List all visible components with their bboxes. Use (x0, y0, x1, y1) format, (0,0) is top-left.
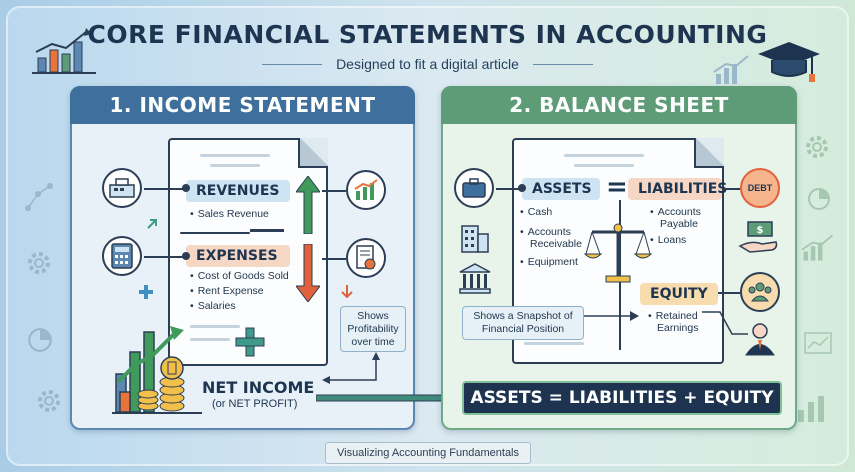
liability-item: Payable (660, 218, 698, 230)
page-fold (694, 138, 724, 168)
balance-scale-icon (584, 223, 652, 283)
pie-chart-icon (28, 328, 52, 352)
doc-line (190, 325, 240, 328)
accounting-equation: ASSETS = LIABILITIES + EQUITY (462, 381, 782, 415)
net-profit-label: (or NET PROFIT) (212, 398, 298, 410)
connector-line (144, 256, 186, 258)
money-hand-icon: $ (738, 221, 778, 253)
bar-chart-icon (798, 396, 824, 422)
asset-item: Receivable (530, 238, 582, 250)
growth-coins-illustration (112, 326, 202, 414)
doc-line (524, 342, 584, 345)
equity-item: Earnings (657, 322, 699, 334)
page-fold (298, 138, 328, 168)
callout-line: over time (351, 336, 395, 348)
gear-icon (28, 252, 50, 274)
connector-line (496, 188, 522, 190)
small-down-arrow-icon (341, 285, 353, 298)
callout-line: Financial Position (481, 323, 565, 335)
expense-item: Rent Expense (190, 285, 264, 297)
revenue-item: Sales Revenue (190, 208, 269, 220)
page-title: CORE FINANCIAL STATEMENTS IN ACCOUNTING (87, 20, 768, 49)
profitability-callout: Shows Profitability over time (340, 306, 406, 352)
bank-icon (459, 263, 491, 294)
calculator-icon (102, 236, 142, 276)
bill-document-icon (346, 238, 386, 278)
liability-item: Accounts (650, 206, 701, 218)
connector-dot (182, 252, 190, 260)
callout-line: Shows a Snapshot of (473, 310, 573, 322)
plus-icon (235, 327, 265, 357)
cash-register-icon (102, 168, 142, 208)
up-arrow-icon (296, 176, 320, 234)
growth-chart-icon (801, 234, 833, 261)
expenses-label: EXPENSES (186, 245, 290, 267)
graduation-cap-icon (758, 42, 820, 82)
rising-chart-icon (346, 170, 386, 210)
bar-chart-icon (32, 28, 96, 74)
line-chart-icon (804, 332, 832, 354)
callout-line: Shows (357, 310, 389, 322)
person-icon (745, 323, 775, 356)
callout-pointer-arrow (322, 352, 380, 384)
network-icon (25, 183, 53, 211)
gear-icon (806, 136, 828, 158)
connector-line (322, 258, 346, 260)
growth-chart-icon (713, 55, 749, 84)
doc-line (564, 154, 644, 157)
doc-line (190, 338, 230, 341)
debt-icon-label: DEBT (747, 183, 773, 193)
minus-sign (250, 229, 284, 232)
connector-line (144, 188, 186, 190)
small-arrow-icon (147, 219, 157, 229)
equity-label: EQUITY (640, 283, 718, 305)
equity-item: Retained (648, 310, 698, 322)
assets-label: ASSETS (522, 178, 600, 200)
connector-dot (182, 184, 190, 192)
expense-item: Salaries (190, 300, 236, 312)
connector-dot (518, 184, 526, 192)
asset-item: Cash (520, 206, 553, 218)
balance-sheet-header: 2. BALANCE SHEET (441, 86, 797, 124)
subtitle-rule-left (262, 64, 322, 65)
subtitle-rule-right (533, 64, 593, 65)
dollar-sign-label: $ (757, 225, 764, 236)
debt-icon: DEBT (740, 168, 780, 208)
briefcase-icon (454, 168, 494, 208)
asset-item: Accounts (520, 226, 571, 238)
divider-vertical (619, 200, 621, 350)
gear-icon (38, 390, 60, 412)
down-arrow-icon (296, 244, 320, 302)
callout-line: Profitability (347, 323, 399, 335)
equals-sign: = (606, 172, 628, 202)
liabilities-label: LIABILITIES (628, 178, 727, 200)
page-subtitle: Designed to fit a digital article (336, 56, 519, 72)
connector-line (322, 190, 346, 192)
connector-line (718, 292, 740, 294)
callout-arrow (584, 311, 639, 321)
doc-line (574, 164, 634, 167)
revenues-label: REVENUES (186, 180, 290, 202)
asset-item: Equipment (520, 256, 578, 268)
pointer-line (702, 311, 748, 335)
office-building-icon (461, 225, 489, 253)
doc-line (210, 164, 260, 167)
liability-item: Loans (650, 234, 687, 246)
pie-chart-icon (808, 188, 830, 210)
plus-icon (139, 285, 153, 299)
connector-line (722, 188, 740, 190)
income-statement-header: 1. INCOME STATEMENT (70, 86, 415, 124)
doc-line (180, 232, 250, 234)
shareholders-icon (740, 272, 780, 312)
snapshot-callout: Shows a Snapshot of Financial Position (462, 306, 584, 340)
footer-caption: Visualizing Accounting Fundamentals (325, 442, 531, 464)
net-income-label: NET INCOME (202, 378, 315, 397)
expense-item: Cost of Goods Sold (190, 270, 289, 282)
doc-line (200, 154, 270, 157)
